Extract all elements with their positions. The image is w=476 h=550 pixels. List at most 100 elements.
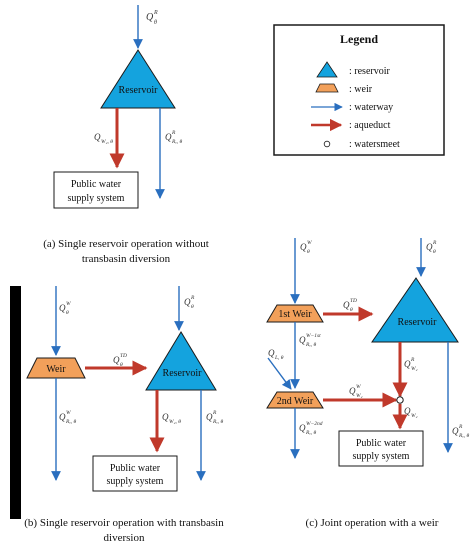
svg-text:θ: θ — [120, 362, 123, 368]
watersmeet-icon — [323, 140, 331, 148]
q-label: Q TD θ — [343, 298, 357, 313]
svg-text:Q: Q — [206, 412, 213, 422]
reservoir-b — [145, 331, 217, 391]
supply-box-label: supply system — [107, 476, 164, 487]
reservoir-icon — [316, 61, 338, 78]
reservoir-label: Reservoir — [163, 368, 203, 379]
svg-text:W₂: W₂ — [411, 413, 418, 419]
svg-text:R: R — [171, 130, 176, 136]
reservoir-label: Reservoir — [398, 317, 438, 328]
q-label: Q W−1st Rₑ, θ — [299, 333, 321, 348]
svg-text:W₂: W₂ — [356, 393, 363, 399]
svg-text:Q: Q — [59, 412, 66, 422]
svg-text:W−2nd: W−2nd — [306, 421, 323, 427]
caption-b: diversion — [104, 532, 145, 544]
weir-2nd — [266, 391, 324, 409]
svg-text:Q: Q — [146, 12, 154, 23]
svg-text:Q: Q — [299, 423, 306, 433]
q-label: Q R θ — [146, 10, 158, 26]
q-label: Q R Rₑ, θ — [452, 424, 470, 439]
weir-label: 2nd Weir — [277, 396, 314, 407]
legend-item-label: : weir — [349, 84, 373, 95]
svg-text:R: R — [212, 410, 217, 416]
svg-text:Q: Q — [94, 132, 101, 142]
svg-text:W: W — [66, 301, 71, 307]
q-label: Q W θ — [59, 301, 71, 316]
supply-box-label: supply system — [68, 193, 125, 204]
svg-text:Q: Q — [59, 303, 66, 313]
supply-box-label: Public water — [110, 463, 161, 474]
svg-text:L, θ: L, θ — [274, 355, 284, 361]
legend-item-label: : watersmeet — [349, 139, 400, 150]
reservoir-label: Reservoir — [119, 85, 159, 96]
reservoir-a — [100, 49, 176, 109]
svg-text:W₂, θ: W₂, θ — [101, 139, 113, 145]
q-label: Q W−2nd Rₑ, θ — [299, 421, 323, 436]
svg-text:Q: Q — [113, 355, 120, 365]
legend-box — [273, 24, 445, 156]
svg-text:θ: θ — [350, 307, 353, 313]
reservoir-c — [371, 277, 459, 343]
basin-boundary-bar — [10, 286, 21, 519]
q-label: Q W₂, θ — [162, 412, 181, 425]
legend: Legend : reservoir : weir : waterway : a… — [273, 24, 445, 156]
svg-text:Rₑ, θ: Rₑ, θ — [458, 433, 470, 439]
supply-box-label: supply system — [353, 451, 410, 462]
svg-text:Q: Q — [165, 132, 172, 142]
caption-a: (a) Single reservoir operation without — [43, 238, 209, 250]
svg-text:θ: θ — [433, 249, 436, 255]
q-label: Q W W₂ — [349, 384, 363, 399]
q-label: Q TD θ — [113, 353, 127, 368]
caption-b: (b) Single reservoir operation with tran… — [24, 517, 224, 529]
legend-item-label: : aqueduct — [349, 120, 391, 131]
svg-text:Rₑ, θ: Rₑ, θ — [305, 342, 317, 348]
q-label: Q W₂ — [404, 406, 418, 419]
supply-box-a — [53, 171, 139, 209]
q-label: Q R Rₑ, θ — [165, 130, 183, 145]
weir-1st — [266, 304, 324, 323]
svg-text:Q: Q — [184, 297, 191, 307]
weir-b — [26, 357, 86, 379]
supply-box-c — [338, 430, 424, 467]
q-label: Q R W₂ — [404, 357, 418, 372]
q-label: Q R θ — [184, 295, 195, 310]
q-label: Q R Rₑ, θ — [206, 410, 224, 425]
svg-text:Rₑ, θ: Rₑ, θ — [212, 419, 224, 425]
waterway-lateral — [267, 357, 292, 390]
svg-text:Rₑ, θ: Rₑ, θ — [65, 419, 77, 425]
caption-c: (c) Joint operation with a weir — [306, 517, 439, 529]
svg-text:Q: Q — [404, 359, 411, 369]
panel-b: Q W θ Weir Q TD θ Q W Rₑ, θ Q R θ Reserv… — [10, 286, 224, 544]
svg-text:θ: θ — [307, 249, 310, 255]
svg-text:R: R — [432, 240, 437, 246]
svg-text:R: R — [153, 10, 158, 16]
panel-a: Q R θ Reservoir Q W₂, θ Q R Rₑ, θ Public… — [43, 5, 209, 265]
svg-text:TD: TD — [350, 298, 357, 304]
svg-text:W₂, θ: W₂, θ — [169, 419, 181, 425]
svg-text:R: R — [458, 424, 463, 430]
svg-text:TD: TD — [120, 353, 127, 359]
svg-text:R: R — [410, 357, 415, 363]
svg-text:W: W — [66, 410, 71, 416]
svg-text:W: W — [356, 384, 361, 390]
q-label: Q W Rₑ, θ — [59, 410, 77, 425]
q-label: Q W θ — [300, 240, 312, 255]
svg-text:Q: Q — [349, 386, 356, 396]
q-label: Q W₂, θ — [94, 132, 113, 145]
svg-text:W−1st: W−1st — [306, 333, 321, 339]
weir-icon — [315, 83, 339, 93]
legend-item-label: : waterway — [349, 102, 393, 113]
weir-label: Weir — [46, 364, 66, 375]
weir-label: 1st Weir — [278, 309, 312, 320]
svg-text:Q: Q — [404, 406, 411, 416]
svg-text:Q: Q — [452, 426, 459, 436]
caption-a: transbasin diversion — [82, 253, 171, 265]
svg-text:θ: θ — [154, 20, 157, 26]
svg-text:R: R — [190, 295, 195, 301]
svg-text:Q: Q — [162, 412, 169, 422]
q-label: Q R θ — [426, 240, 437, 255]
svg-text:Q: Q — [426, 242, 433, 252]
svg-text:Rₑ, θ: Rₑ, θ — [305, 430, 317, 436]
supply-box-b — [92, 455, 178, 492]
legend-title: Legend — [340, 32, 378, 46]
